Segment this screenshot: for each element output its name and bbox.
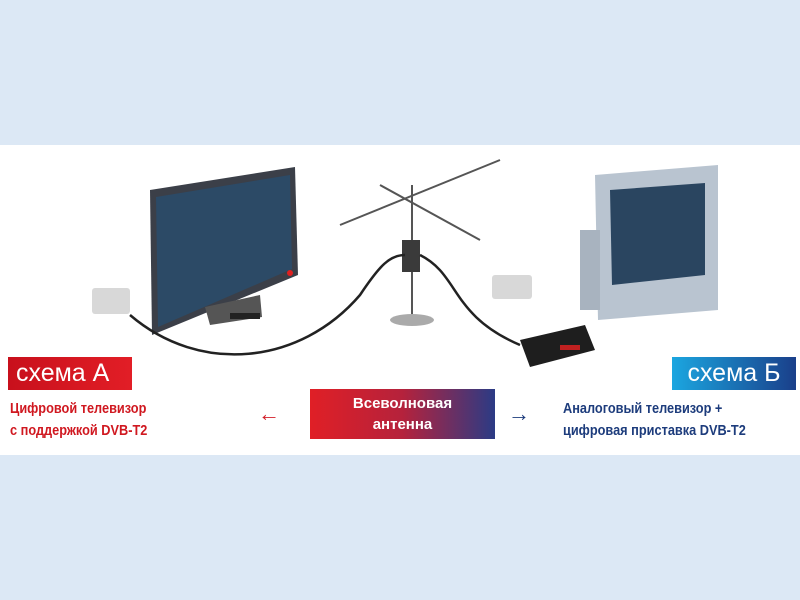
scheme-a-description: Цифровой телевизор с поддержкой DVB-T2 (10, 398, 147, 442)
antenna-illustration (339, 159, 501, 326)
scheme-b-line1: Аналоговый телевизор + (563, 400, 723, 417)
antenna-line2: антенна (372, 416, 433, 433)
cable (419, 253, 521, 347)
power-outlet-icon (492, 275, 532, 299)
illustration (92, 159, 718, 367)
scheme-b-label: схема Б (672, 357, 796, 390)
antenna-label-box: Всеволновая антенна (310, 389, 495, 439)
flat-tv-illustration (150, 167, 298, 335)
set-top-box-illustration (520, 325, 595, 367)
arrow-right-icon: → (508, 401, 530, 426)
power-outlet-icon (92, 288, 130, 314)
cable (129, 253, 406, 356)
antenna-line1: Всеволновая (352, 395, 453, 412)
scheme-b-line2: цифровая приставка DVB-T2 (563, 422, 746, 439)
arrow-left-icon: ← (258, 401, 280, 426)
scheme-a-line2: с поддержкой DVB-T2 (10, 422, 148, 439)
scheme-b-description: Аналоговый телевизор + цифровая приставк… (563, 398, 746, 442)
scheme-a-label: схема А (8, 357, 132, 390)
crt-tv-illustration (580, 165, 718, 320)
scheme-a-line1: Цифровой телевизор (10, 400, 147, 417)
